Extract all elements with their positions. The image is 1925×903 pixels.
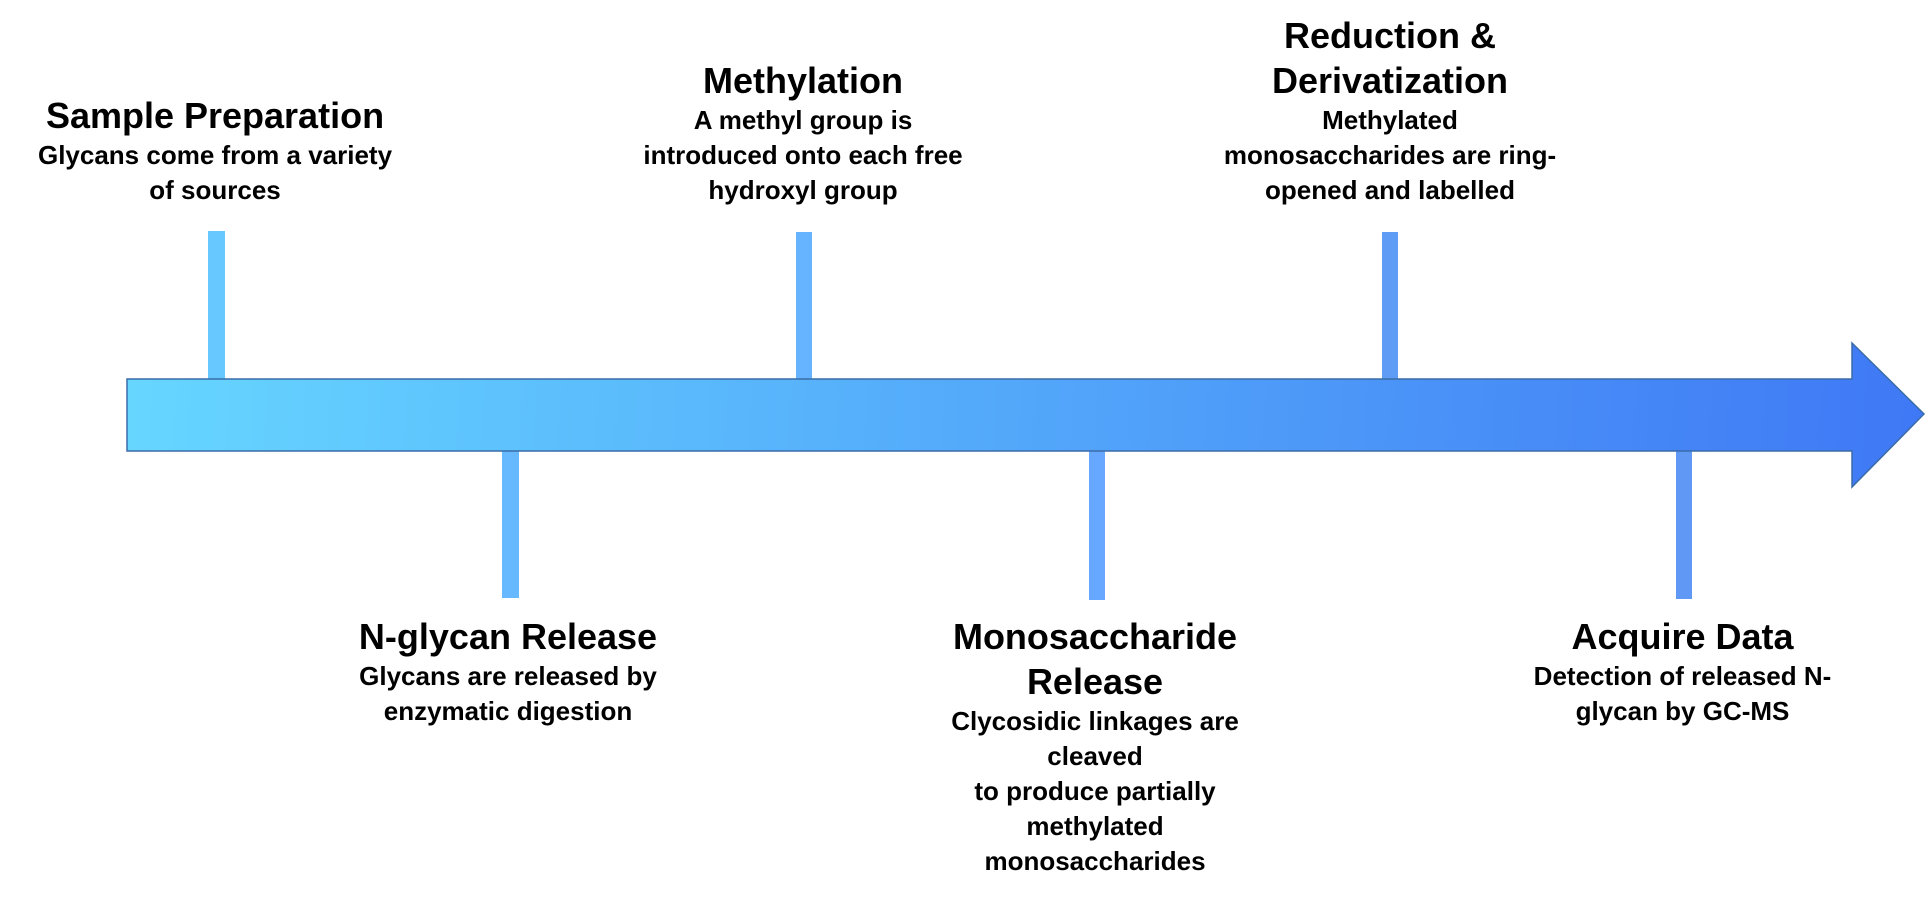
connector-sample-preparation	[208, 231, 225, 379]
step-title: Methylation	[702, 60, 903, 101]
step-monosaccharide-release: Monosaccharide Release Clycosidic linkag…	[900, 614, 1290, 879]
step-description: Detection of released N- glycan by GC-MS	[1533, 661, 1832, 726]
connector-n-glycan-release	[502, 450, 519, 598]
step-description: Methylated monosaccharides are ring- ope…	[1223, 105, 1557, 205]
step-title: Sample Preparation	[45, 95, 385, 136]
step-n-glycan-release: N-glycan Release Glycans are released by…	[318, 614, 698, 729]
step-sample-preparation: Sample Preparation Glycans come from a v…	[10, 93, 420, 208]
connector-monosaccharide-release	[1089, 450, 1105, 600]
step-acquire-data: Acquire Data Detection of released N- gl…	[1490, 614, 1875, 729]
connector-reduction-derivatization	[1382, 232, 1398, 379]
step-description: Glycans are released by enzymatic digest…	[359, 661, 657, 726]
step-title: N-glycan Release	[358, 616, 658, 657]
step-description: Glycans come from a variety of sources	[37, 140, 393, 205]
step-title: Reduction & Derivatization	[1271, 15, 1509, 101]
connector-methylation	[796, 232, 812, 379]
connector-acquire-data	[1676, 450, 1692, 599]
timeline-arrow	[126, 341, 1925, 489]
step-description: Clycosidic linkages are cleaved to produ…	[951, 706, 1239, 876]
step-description: A methyl group is introduced onto each f…	[643, 105, 963, 205]
step-reduction-derivatization: Reduction & Derivatization Methylated mo…	[1190, 13, 1590, 208]
step-methylation: Methylation A methyl group is introduced…	[603, 58, 1003, 208]
step-title: Monosaccharide Release	[952, 616, 1238, 702]
step-title: Acquire Data	[1571, 616, 1794, 657]
